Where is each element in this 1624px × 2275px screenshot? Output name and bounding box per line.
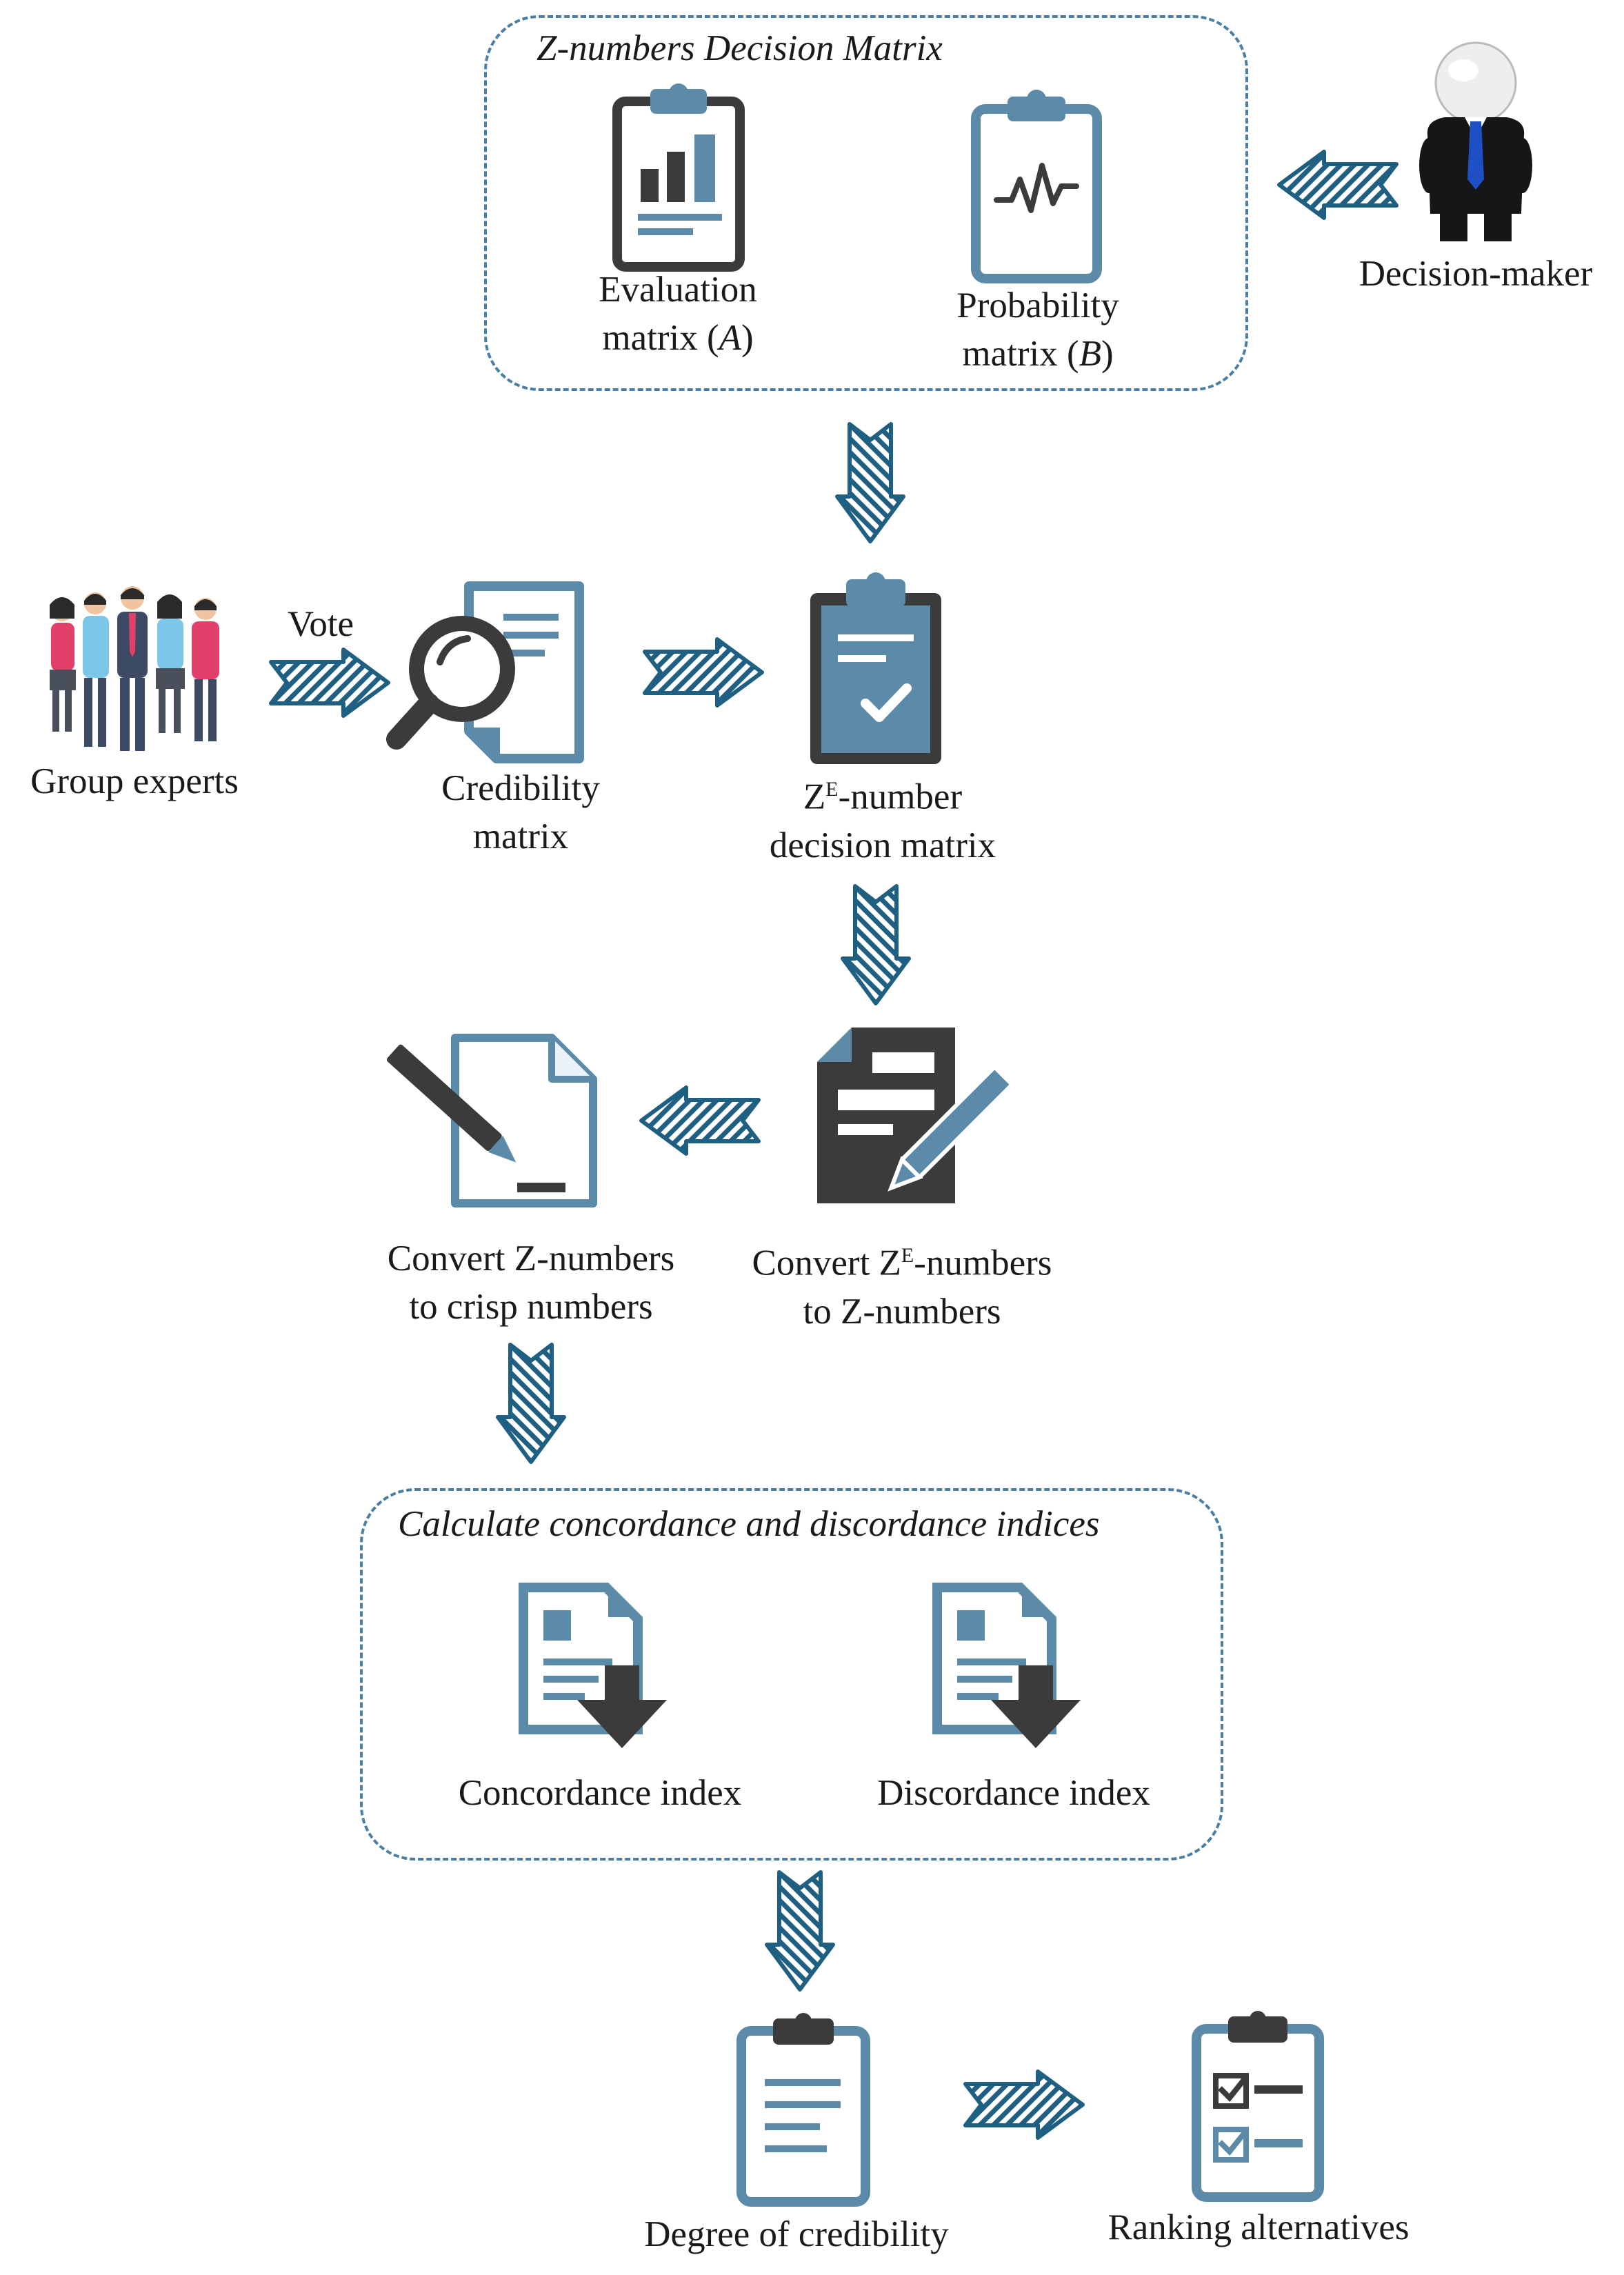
degree-of-credibility-label: Degree of credibility [644, 2214, 949, 2254]
clipboard-list-icon [736, 2013, 870, 2207]
arrow-credibility-to-ze [645, 639, 762, 705]
discordance-index-label: Discordance index [877, 1773, 1150, 1813]
ranking-alternatives-label: Ranking alternatives [1107, 2207, 1410, 2247]
document-download-icon [519, 1583, 667, 1748]
arrow-crisp-to-indices [498, 1345, 564, 1462]
evaluation-matrix-label: Evaluation matrix (A) [599, 270, 757, 358]
form-edit-icon [817, 1028, 1014, 1203]
decision-maker-label: Decision-maker [1359, 254, 1593, 294]
group-experts-label: Group experts [30, 761, 239, 801]
arrow-zdm-to-ze [837, 424, 903, 541]
arrow-degree-to-ranking [965, 2072, 1083, 2138]
zdm-group-box [484, 15, 1248, 391]
checklist-icon [1192, 2011, 1324, 2202]
convert-ze-to-z-label: Convert ZE-numbers to Z-numbers [752, 1243, 1052, 1332]
arrow-decision-maker-to-matrix [1279, 152, 1396, 218]
clipboard-waveform-icon [971, 90, 1102, 283]
arrow-experts-to-credibility [271, 650, 388, 716]
credibility-matrix-label: Credibility matrix [441, 768, 600, 856]
document-pen-icon [386, 1034, 597, 1207]
convert-z-to-crisp-label: Convert Z-numbers to crisp numbers [387, 1239, 675, 1327]
people-group-icon [50, 586, 219, 751]
document-search-icon [386, 581, 584, 763]
indices-group-title: Calculate concordance and discordance in… [398, 1504, 1100, 1544]
clipboard-check-icon [810, 572, 941, 764]
zdm-group-title: Z-numbers Decision Matrix [537, 28, 943, 68]
vote-label: Vote [287, 604, 354, 644]
arrow-convert-ze-to-crisp [641, 1088, 759, 1154]
arrow-ze-to-convert [843, 886, 909, 1003]
businessman-icon [1419, 41, 1532, 241]
probability-matrix-label: Probability matrix (B) [956, 285, 1119, 374]
clipboard-bar-chart-icon [612, 83, 745, 272]
concordance-index-label: Concordance index [458, 1773, 742, 1813]
ze-number-matrix-label: ZE-number decision matrix [769, 776, 996, 865]
arrow-indices-to-degree [767, 1872, 833, 1990]
document-download-icon [932, 1583, 1081, 1748]
indices-group-box [360, 1488, 1223, 1861]
